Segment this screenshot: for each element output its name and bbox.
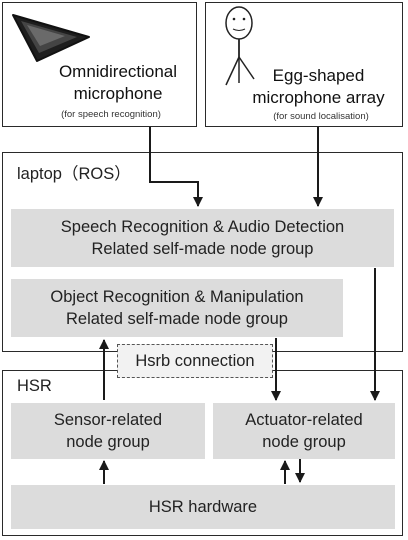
speech-node-line2: Related self-made node group xyxy=(91,240,314,258)
actuator-related-node-group: Actuator-related node group xyxy=(213,403,395,459)
egg-microphone-array-icon xyxy=(225,6,255,86)
object-recognition-node-group: Object Recognition & Manipulation Relate… xyxy=(11,279,343,337)
object-node-line1: Object Recognition & Manipulation xyxy=(50,288,304,306)
hsrb-connection-box: Hsrb connection xyxy=(117,344,273,378)
omni-mic-title: Omnidirectional microphone xyxy=(43,61,193,105)
object-node-line2: Related self-made node group xyxy=(66,310,288,328)
egg-microphone-array-box: Egg-shaped microphone array (for sound l… xyxy=(205,2,403,127)
egg-mic-subtitle: (for sound localisation) xyxy=(273,111,369,122)
sensor-node-line1: Sensor-related xyxy=(53,411,163,429)
hsrb-connection-label: Hsrb connection xyxy=(135,351,255,370)
egg-mic-title-line2: microphone array xyxy=(252,88,385,107)
hsr-hardware-label: HSR hardware xyxy=(148,498,258,516)
hsr-hardware-box: HSR hardware xyxy=(11,485,395,529)
actuator-node-line2: node group xyxy=(262,433,346,451)
omni-mic-title-line2: microphone xyxy=(73,84,163,103)
omnidirectional-microphone-box: Omnidirectional microphone (for speech r… xyxy=(2,2,197,127)
hsr-box: HSR Sensor-related node group Actuator-r… xyxy=(2,370,403,536)
sensor-node-line2: node group xyxy=(66,433,150,451)
laptop-ros-box: laptop（ROS） Speech Recognition & Audio D… xyxy=(2,152,403,352)
egg-mic-title: Egg-shaped microphone array xyxy=(231,65,406,109)
speech-recognition-node-group: Speech Recognition & Audio Detection Rel… xyxy=(11,209,394,267)
omnidirectional-microphone-icon xyxy=(12,14,90,62)
egg-mic-title-line1: Egg-shaped xyxy=(272,66,365,85)
actuator-node-line1: Actuator-related xyxy=(245,411,363,429)
speech-node-line1: Speech Recognition & Audio Detection xyxy=(60,218,345,236)
hsr-label: HSR xyxy=(17,377,52,395)
laptop-label: laptop（ROS） xyxy=(17,165,131,183)
omni-mic-subtitle: (for speech recognition) xyxy=(61,109,161,120)
sensor-related-node-group: Sensor-related node group xyxy=(11,403,205,459)
omni-mic-title-line1: Omnidirectional xyxy=(58,62,178,81)
